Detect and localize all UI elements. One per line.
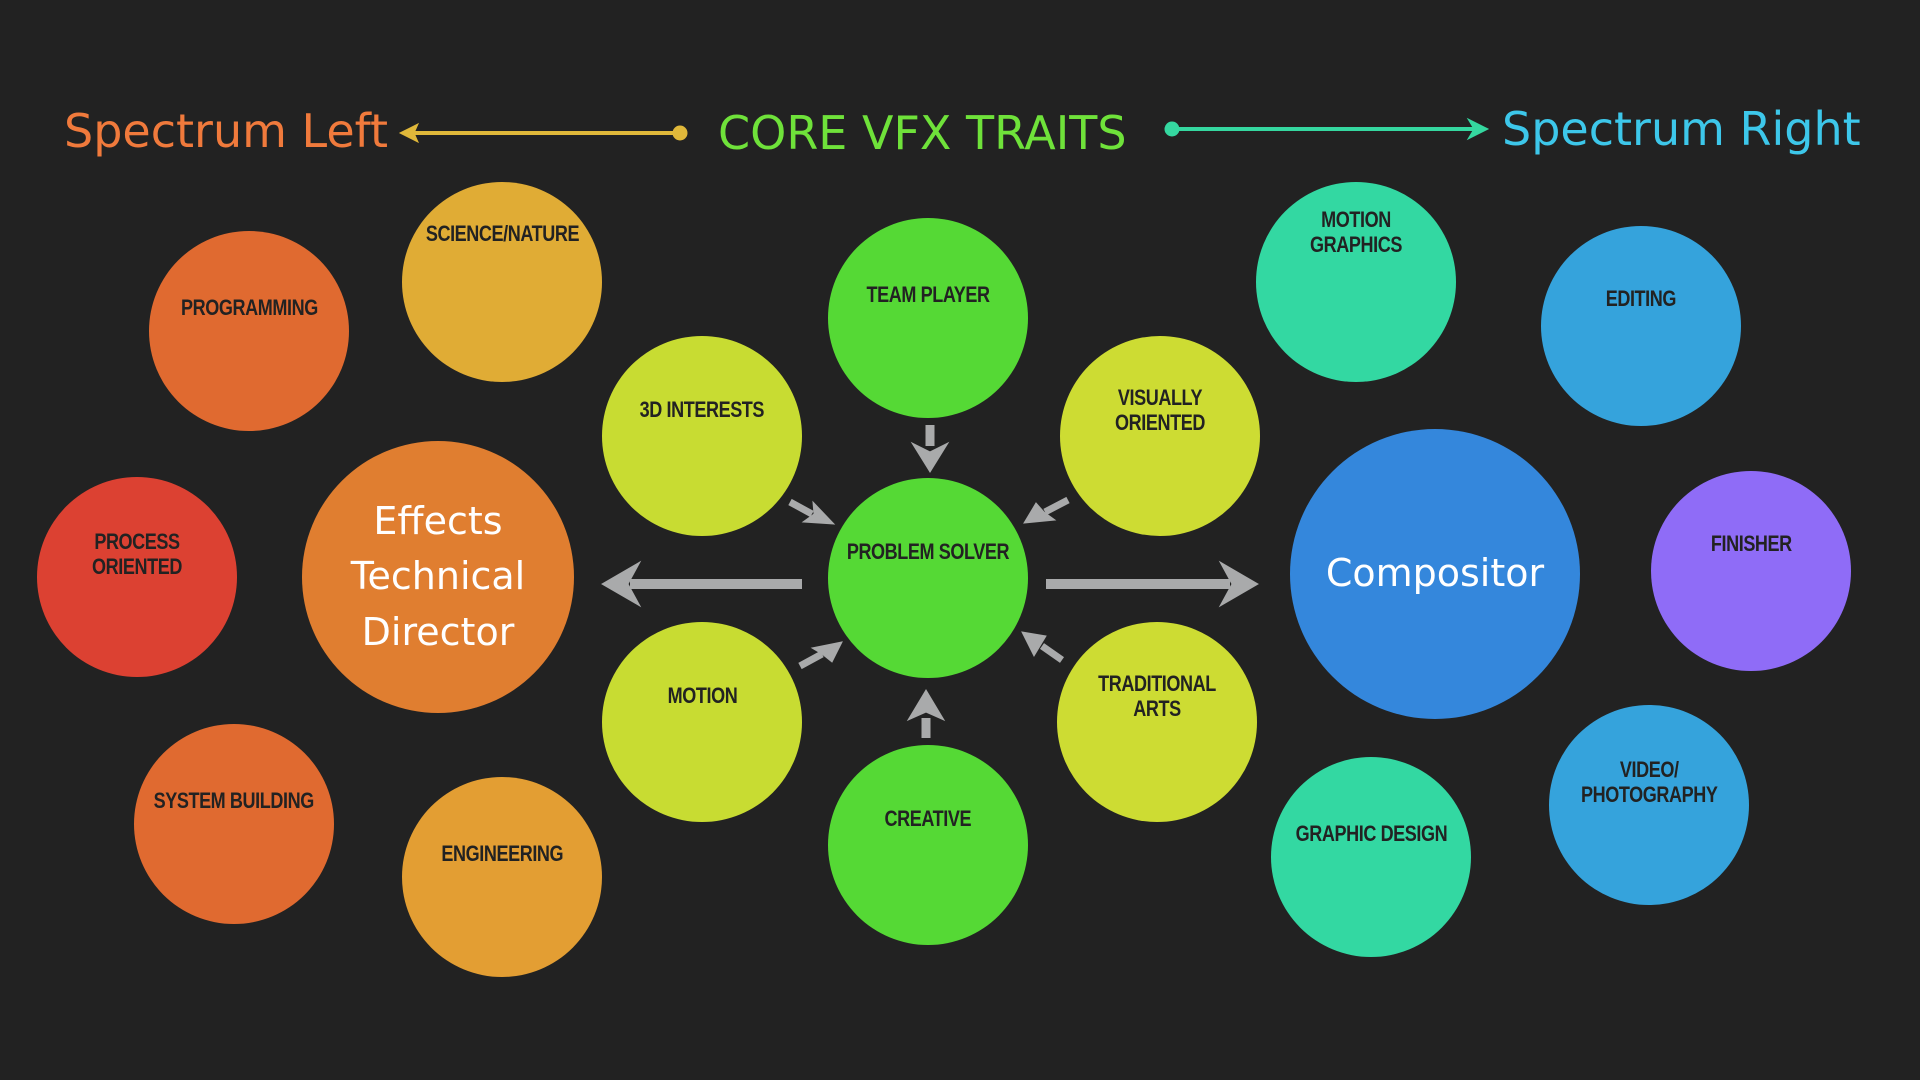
bubble-problem-solver: PROBLEM SOLVER (828, 478, 1028, 678)
right-spectrum-arrow (1164, 117, 1490, 141)
bubble-label: VISUALLY ORIENTED (1115, 384, 1205, 435)
arrow-from-traditional-arts (1021, 631, 1065, 663)
bubble-editing: EDITING (1541, 226, 1741, 426)
bubble-label: Compositor (1325, 551, 1545, 596)
bubble-system-building: SYSTEM BUILDING (134, 724, 334, 924)
bubble-label: TEAM PLAYER (866, 282, 990, 308)
arrow-from-motion (798, 641, 843, 670)
bubble-graphic-design: GRAPHIC DESIGN (1271, 757, 1471, 957)
core-vfx-traits-title: CORE VFX TRAITS (718, 106, 1127, 160)
bubble-label: MOTION (667, 683, 737, 709)
bubble-label: GRAPHIC DESIGN (1295, 821, 1447, 847)
bubble-compositor: Compositor (1290, 429, 1580, 719)
bubble-label: 3D INTERESTS (639, 397, 765, 423)
bubble-traditional-arts: TRADITIONAL ARTS (1057, 622, 1257, 822)
bubble-label: PROCESS ORIENTED (92, 528, 182, 579)
arrow-to-effects-td (601, 560, 802, 608)
arrow-to-compositor (1046, 560, 1259, 608)
bubble-label: Effects Technical Director (350, 499, 526, 654)
bubble-creative: CREATIVE (828, 745, 1028, 945)
arrow-from-team-player (910, 425, 950, 473)
bubble-3d-interests: 3D INTERESTS (602, 336, 802, 536)
bubble-label: VIDEO/ PHOTOGRAPHY (1580, 756, 1718, 807)
bubble-motion-graphics: MOTION GRAPHICS (1256, 182, 1456, 382)
bubble-process-oriented: PROCESS ORIENTED (37, 477, 237, 677)
bubble-label: CREATIVE (884, 806, 972, 832)
spectrum-right-label: Spectrum Right (1502, 102, 1861, 156)
bubble-label: MOTION GRAPHICS (1310, 206, 1402, 257)
bubble-label: PROGRAMMING (180, 295, 318, 321)
arrow-from-3d-interests (788, 498, 836, 525)
bubble-label: SCIENCE/NATURE (425, 221, 579, 247)
bubble-engineering: ENGINEERING (402, 777, 602, 977)
bubble-finisher: FINISHER (1651, 471, 1851, 671)
bubble-motion: MOTION (602, 622, 802, 822)
bubble-team-player: TEAM PLAYER (828, 218, 1028, 418)
bubble-label: FINISHER (1710, 530, 1792, 556)
bubble-science-nature: SCIENCE/NATURE (402, 182, 602, 382)
bubble-label: TRADITIONAL ARTS (1098, 670, 1216, 721)
spectrum-left-label: Spectrum Left (64, 104, 389, 158)
arrow-from-visually-oriented (1023, 496, 1070, 524)
left-spectrum-arrow (398, 122, 688, 144)
bubble-video-photography: VIDEO/ PHOTOGRAPHY (1549, 705, 1749, 905)
bubble-visually-oriented: VISUALLY ORIENTED (1060, 336, 1260, 536)
bubble-label: PROBLEM SOLVER (846, 539, 1010, 565)
bubble-label: ENGINEERING (441, 841, 563, 867)
bubble-effects-td: Effects Technical Director (302, 441, 574, 713)
bubble-label: EDITING (1605, 285, 1677, 311)
bubble-label: SYSTEM BUILDING (153, 788, 315, 814)
arrow-from-creative (906, 689, 946, 738)
bubble-programming: PROGRAMMING (149, 231, 349, 431)
